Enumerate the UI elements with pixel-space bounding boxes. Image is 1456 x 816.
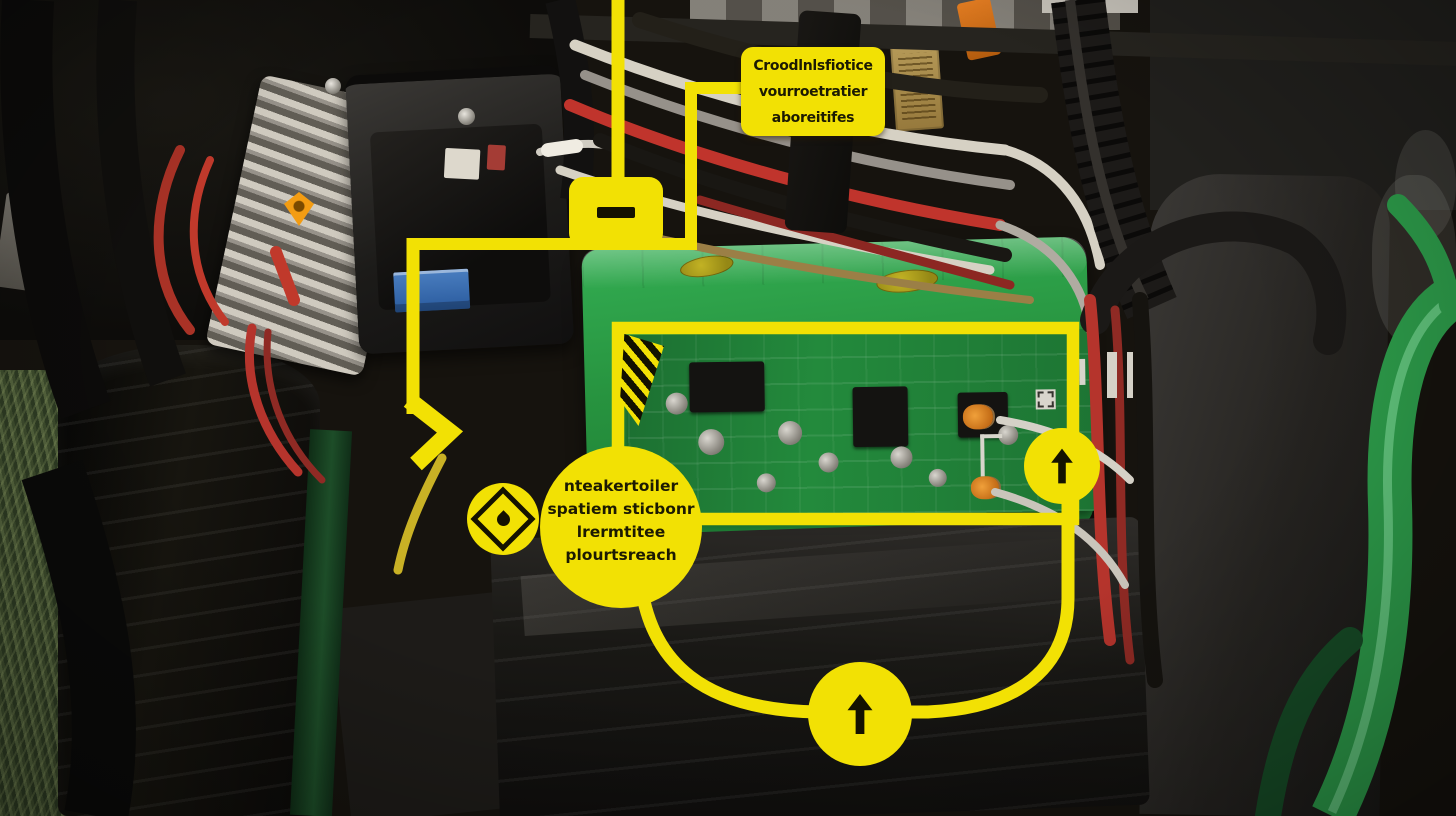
green-frame-highlight xyxy=(1327,296,1453,814)
info-circle: nteakertoiler spatiem sticbonr lrermtite… xyxy=(540,446,702,608)
handle-tube xyxy=(1080,211,1347,355)
wire-red xyxy=(244,323,303,477)
component-frame-outline xyxy=(611,321,1080,526)
arrow-circle-right xyxy=(1024,428,1100,504)
wire-gray xyxy=(580,70,1015,190)
hose xyxy=(0,0,111,419)
callout-line: Croodlnlsfiotice xyxy=(753,57,873,74)
screw xyxy=(458,108,475,125)
minus-badge xyxy=(569,177,663,247)
hose xyxy=(21,459,137,816)
top-callout-box: Croodlnlsfiotice vourroetratier aboreiti… xyxy=(741,47,885,136)
info-line: plourtsreach xyxy=(565,546,677,564)
wire-red xyxy=(153,145,195,335)
callout-line: vourroetratier xyxy=(758,83,868,100)
wire-white xyxy=(991,488,1129,589)
callout-line: aboreitifes xyxy=(771,109,855,126)
wire-black xyxy=(1132,292,1163,688)
wire-darkred xyxy=(695,195,1015,290)
info-line: nteakertoiler xyxy=(563,477,679,495)
pointer-chevron xyxy=(403,393,464,471)
minus-icon xyxy=(597,206,635,218)
info-line: lrermtitee xyxy=(576,523,666,541)
loop-path-right xyxy=(890,500,1075,719)
hose xyxy=(96,0,186,387)
screw xyxy=(325,78,341,94)
info-line: spatiem sticbonr xyxy=(547,500,695,518)
up-arrow-icon xyxy=(847,694,873,734)
info-circle-text: nteakertoiler spatiem sticbonr lrermtite… xyxy=(547,475,694,567)
connector-white xyxy=(541,139,583,157)
yellow-cable xyxy=(393,453,447,575)
lead-line-callout xyxy=(407,82,744,250)
wire-red xyxy=(189,156,229,326)
wire-darkred xyxy=(1110,305,1135,665)
wire-white xyxy=(1000,145,1105,270)
green-hook xyxy=(1387,194,1456,316)
red-zip-tie xyxy=(270,246,300,306)
up-arrow-icon xyxy=(1051,448,1073,484)
wire-red xyxy=(263,328,326,484)
hazard-circle xyxy=(467,483,539,555)
loop-path-left xyxy=(634,584,830,719)
green-tube-low xyxy=(1255,627,1363,816)
arrow-circle-bottom xyxy=(808,662,912,766)
